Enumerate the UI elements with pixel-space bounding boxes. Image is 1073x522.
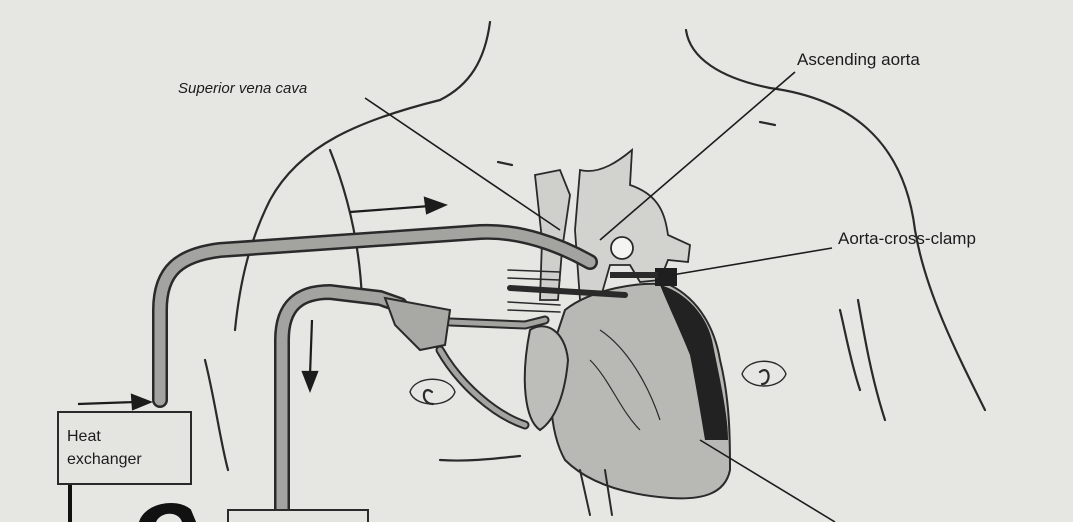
reservoir-box-partial (228, 510, 368, 522)
aortic-arch-opening (611, 237, 633, 259)
arm-right-inner (858, 300, 885, 420)
shoulder-right (770, 88, 985, 410)
clamp-handle (610, 272, 658, 278)
heat-exchanger-label: Heat exchanger (67, 425, 142, 471)
clamp-jaw (655, 268, 677, 286)
arrow-heat-exchanger-in-head (132, 395, 150, 409)
nipple-left (424, 390, 433, 404)
chest-right-line (840, 310, 860, 390)
label-superior-vena-cava: Superior vena cava (178, 80, 307, 97)
leader-aorta-cross-clamp (672, 248, 832, 275)
chest-left-line (330, 150, 362, 300)
heat-exchanger-box: Heat exchanger (57, 411, 192, 485)
arrow-arterial-flow-head (425, 198, 445, 213)
neck-left (440, 22, 490, 100)
bottom-devices (70, 485, 368, 522)
label-aorta-cross-clamp: Aorta-cross-clamp (838, 229, 976, 249)
y-connector (385, 298, 450, 350)
nipple-right-ring (742, 361, 786, 386)
clavicle-mark-right (760, 122, 775, 125)
arrow-venous-flow-head (303, 372, 317, 390)
arrow-arterial-flow-shaft (350, 206, 430, 212)
heart (525, 284, 730, 499)
clavicle-mark (498, 162, 512, 165)
nipple-right (760, 370, 769, 384)
label-ascending-aorta: Ascending aorta (797, 50, 920, 70)
abdomen-line (440, 456, 520, 461)
arm-left-inner (205, 360, 228, 470)
venous-line-outer (282, 292, 400, 510)
leader-superior-vena-cava (365, 98, 560, 230)
arrow-heat-exchanger-in-shaft (78, 402, 136, 404)
arrow-venous-flow-shaft (310, 320, 312, 375)
neck-right (686, 30, 770, 88)
venous-line-inner (282, 292, 400, 510)
